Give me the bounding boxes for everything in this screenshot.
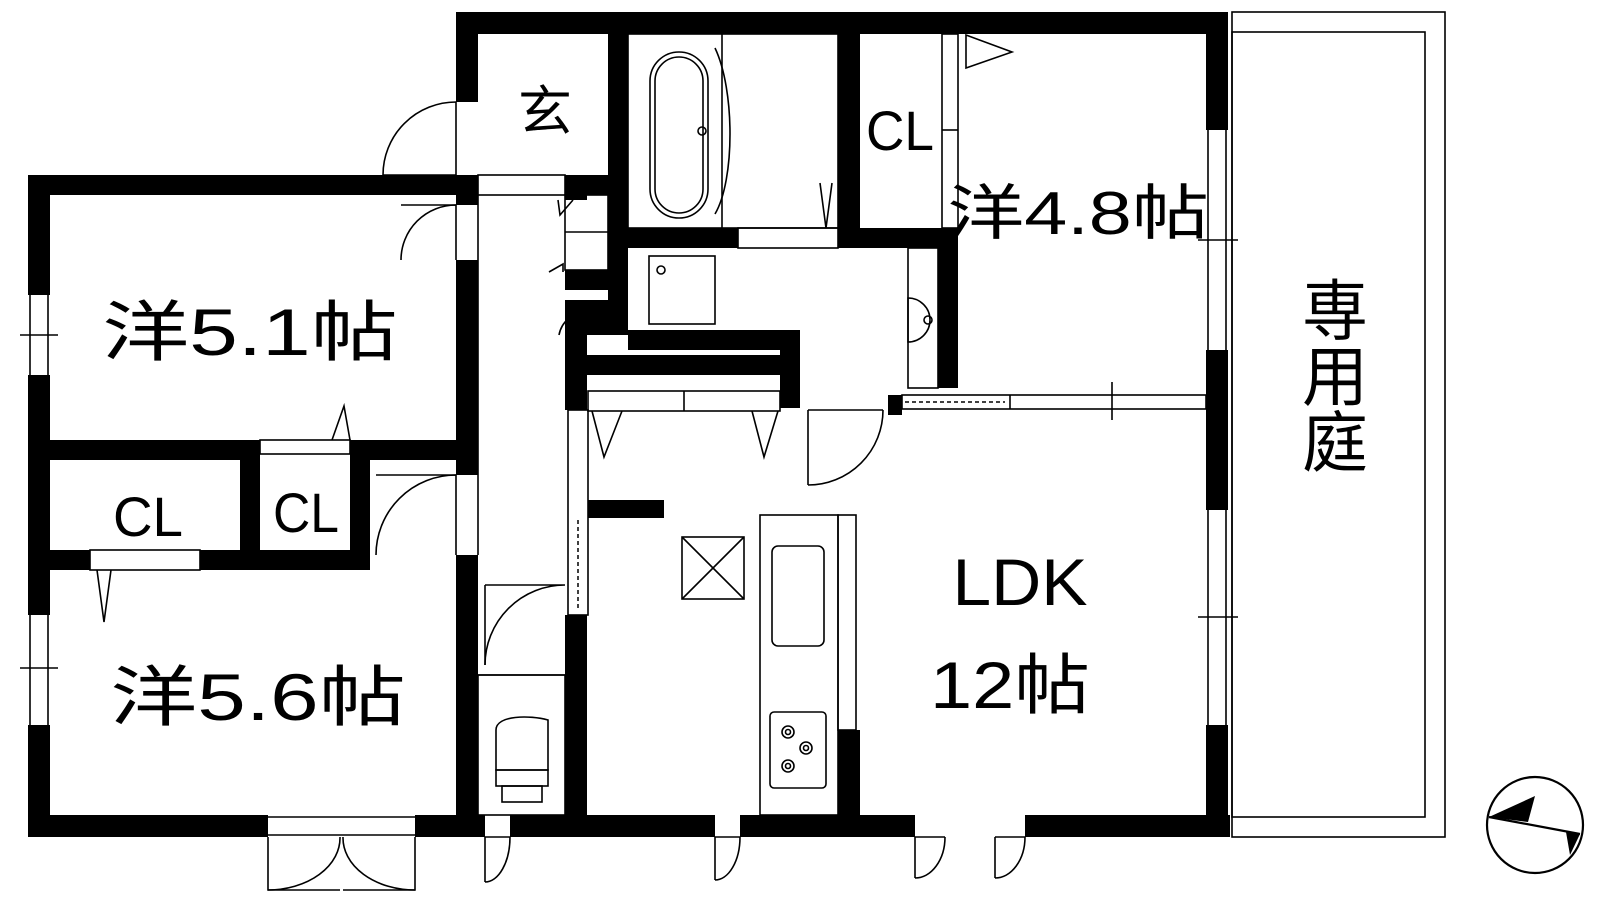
toilet	[477, 674, 566, 816]
marker-triangles	[96, 33, 1015, 623]
room-label-ldk-size: 12帖	[930, 648, 1090, 722]
bathtub	[627, 33, 839, 229]
closet-label-top: CL	[866, 99, 934, 162]
closet-label-mid: CL	[273, 481, 339, 544]
north-arrow-icon	[1485, 775, 1585, 875]
room-label-western-5-6: 洋5.6帖	[110, 660, 406, 734]
walls	[28, 12, 1230, 837]
room-label-ldk: LDK	[953, 545, 1088, 619]
room-label-western-4-8: 洋4.8帖	[947, 180, 1209, 247]
windows	[20, 130, 1238, 836]
kitchen-counter	[759, 514, 857, 816]
washroom-fixtures	[648, 247, 939, 389]
fridge-space	[681, 536, 745, 600]
room-label-entrance: 玄	[518, 82, 572, 142]
doors	[267, 101, 1026, 891]
area-label-private-garden: 専用庭	[1293, 276, 1367, 474]
private-garden-area	[1231, 11, 1446, 838]
closet-label-left: CL	[113, 485, 183, 548]
room-label-western-5-1: 洋5.1帖	[102, 295, 398, 369]
sliding-doors	[89, 33, 1207, 616]
